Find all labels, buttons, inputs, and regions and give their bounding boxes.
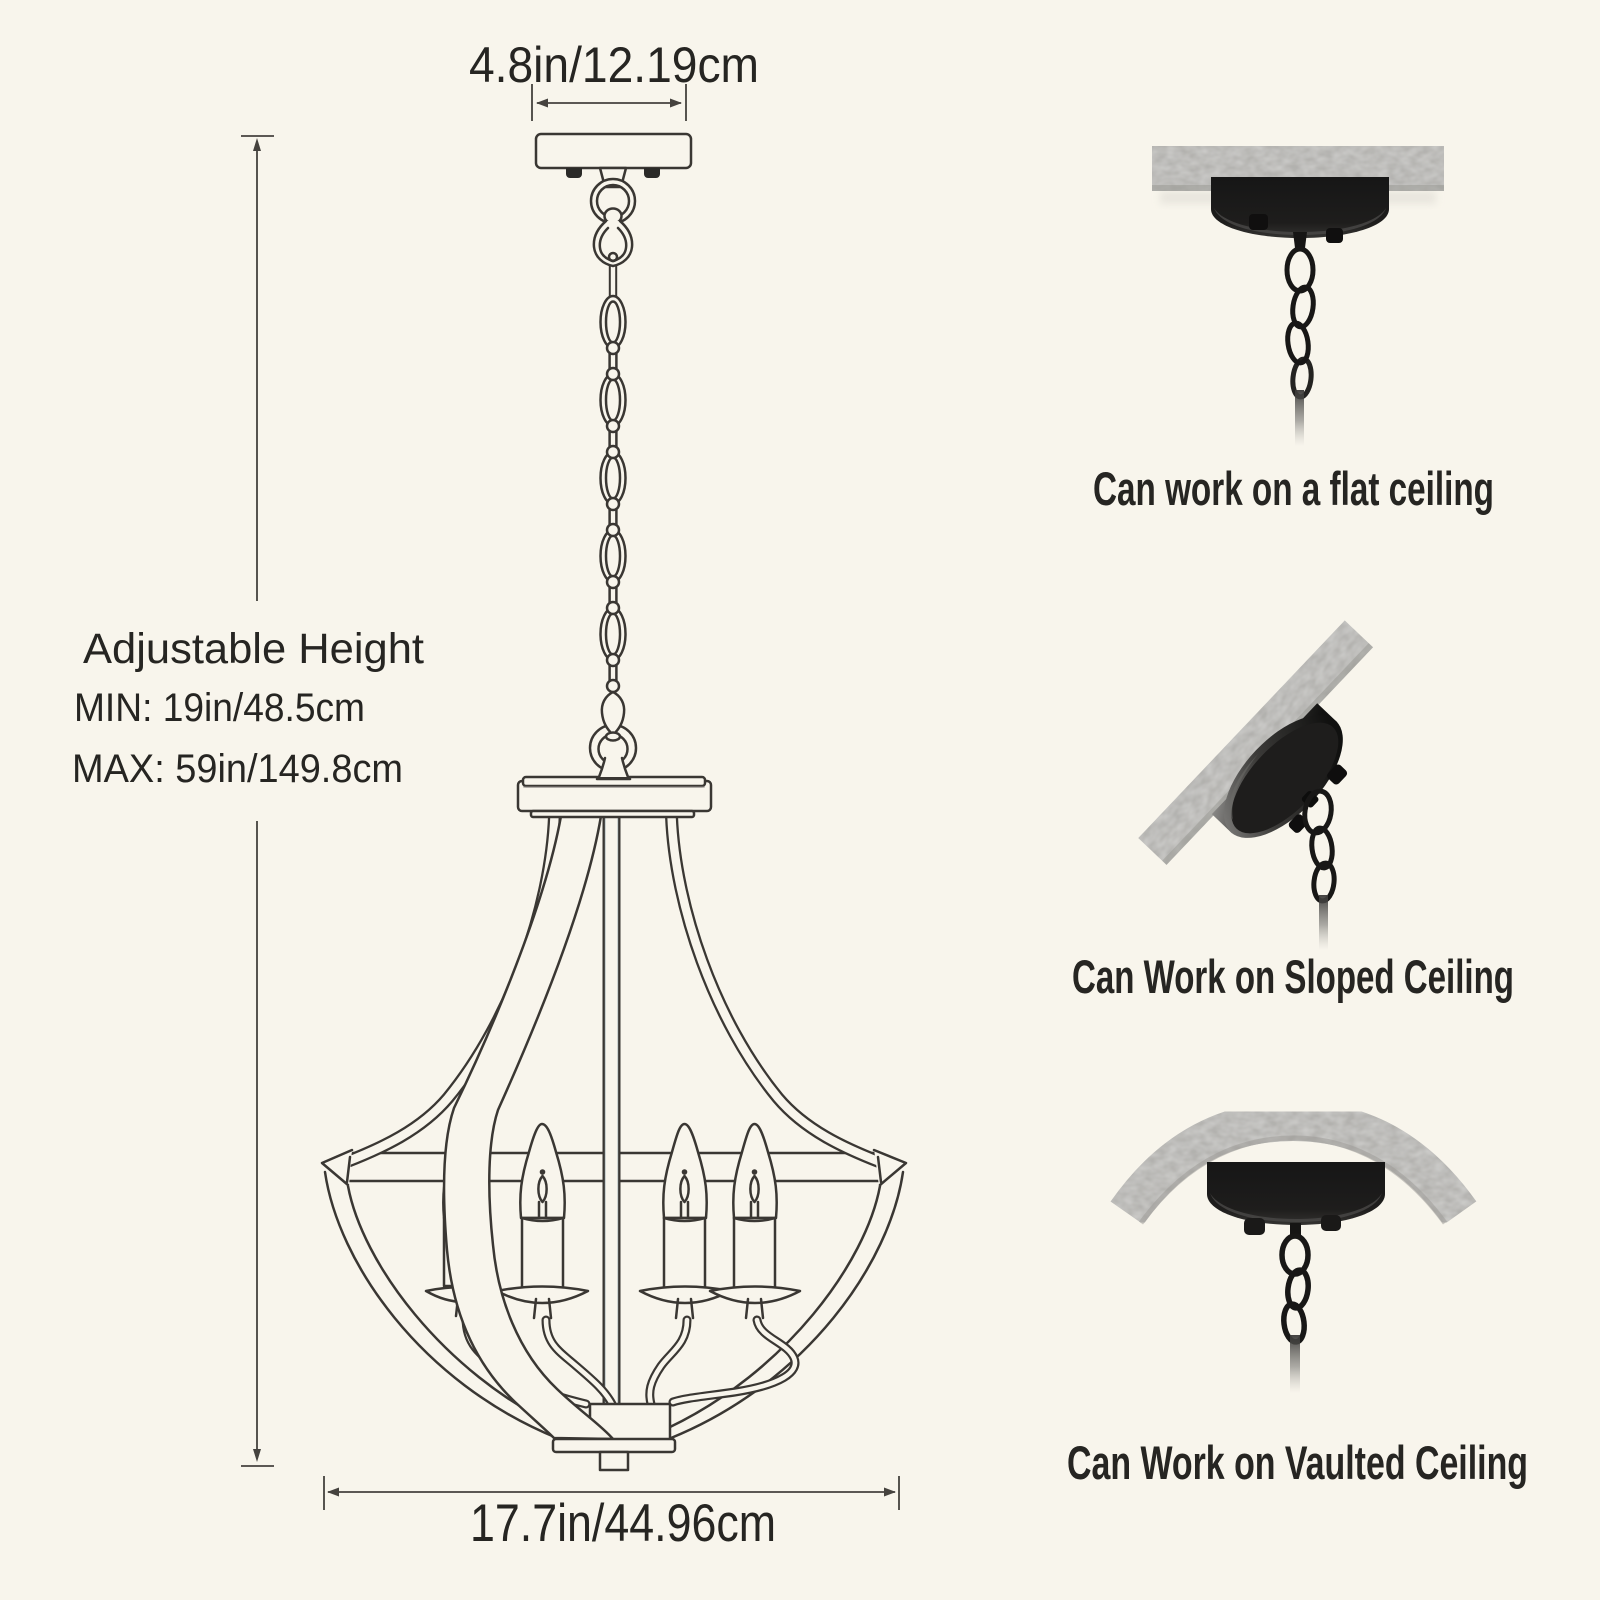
- svg-text:MIN: 19in/48.5cm: MIN: 19in/48.5cm: [74, 686, 365, 730]
- svg-text:Can work on a flat ceiling: Can work on a flat ceiling: [1093, 462, 1494, 515]
- svg-text:4.8in/12.19cm: 4.8in/12.19cm: [469, 37, 759, 93]
- svg-text:17.7in/44.96cm: 17.7in/44.96cm: [470, 1494, 776, 1553]
- svg-text:Can Work on Sloped Ceiling: Can Work on Sloped Ceiling: [1072, 950, 1514, 1003]
- svg-text:MAX: 59in/149.8cm: MAX: 59in/149.8cm: [72, 747, 403, 791]
- svg-text:Can Work on Vaulted Ceiling: Can Work on Vaulted Ceiling: [1067, 1436, 1528, 1489]
- svg-text:Adjustable Height: Adjustable Height: [83, 625, 424, 673]
